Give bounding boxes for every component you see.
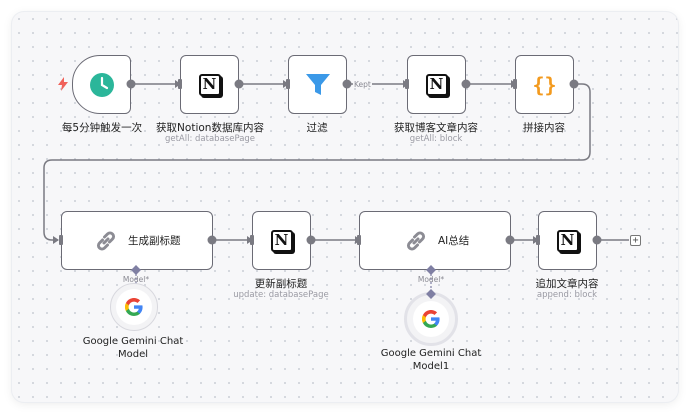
input-handle[interactable] [357, 235, 361, 245]
subnode-gemini-2[interactable] [404, 292, 458, 346]
notion-icon: N [198, 73, 221, 96]
output-handle[interactable] [126, 79, 136, 89]
subnode-title-line2: Model [117, 349, 149, 360]
node-title-update-subtitle: 更新副标题 [254, 278, 308, 290]
node-title-trigger: 每5分钟触发一次 [61, 122, 143, 134]
input-handle[interactable] [405, 79, 409, 89]
input-handle[interactable] [513, 79, 517, 89]
node-append-content[interactable]: N [538, 211, 597, 270]
output-handle[interactable] [207, 235, 217, 245]
notion-icon: N [270, 229, 293, 252]
input-handle[interactable] [286, 79, 290, 89]
node-subtitle-update-subtitle: update: databasePage [233, 290, 329, 300]
node-title-merge: 拼接内容 [523, 122, 565, 134]
output-handle[interactable] [505, 235, 515, 245]
node-ai-summary[interactable]: AI总结 [359, 211, 511, 270]
output-handle[interactable] [234, 79, 244, 89]
subnode-title-line2: Model1 [412, 361, 450, 372]
edge-label-kept: Kept [354, 80, 371, 89]
clock-icon [89, 72, 115, 98]
node-subtitle-get-blog: getAll: block [409, 134, 463, 144]
input-handle[interactable] [59, 235, 63, 245]
google-g-icon [413, 301, 449, 337]
output-handle[interactable] [592, 235, 602, 245]
node-merge[interactable]: {} [515, 55, 574, 114]
port-label-model-2: Model* [417, 275, 445, 284]
node-title-filter: 过滤 [306, 122, 328, 134]
notion-icon: N [425, 73, 448, 96]
filter-funnel-icon [305, 73, 331, 97]
node-subtitle-get-notion-db: getAll: databasePage [164, 134, 256, 144]
node-title-append-content: 追加文章内容 [535, 278, 599, 290]
input-handle[interactable] [250, 235, 254, 245]
output-handle[interactable] [569, 79, 579, 89]
bolt-icon [58, 77, 68, 91]
node-filter[interactable] [288, 55, 347, 114]
node-update-subtitle[interactable]: N [252, 211, 311, 270]
add-node-button[interactable]: + [630, 235, 641, 246]
subnode-title-gemini-1: Google Gemini Chat Model [83, 335, 184, 361]
google-g-icon [116, 289, 152, 325]
link-chain-icon [404, 229, 428, 253]
output-handle[interactable] [306, 235, 316, 245]
node-label-gen-subtitle: 生成副标题 [128, 235, 181, 247]
node-title-get-notion-db: 获取Notion数据库内容 [156, 122, 264, 134]
node-get-notion-db[interactable]: N [180, 55, 239, 114]
input-handle[interactable] [178, 79, 182, 89]
node-title-get-blog: 获取博客文章内容 [394, 122, 478, 134]
output-handle[interactable] [342, 79, 352, 89]
node-gen-subtitle[interactable]: 生成副标题 [61, 211, 213, 270]
node-subtitle-append-content: append: block [536, 290, 598, 300]
input-handle[interactable] [536, 235, 540, 245]
node-trigger[interactable] [72, 55, 131, 114]
subnode-title-gemini-2: Google Gemini Chat Model1 [381, 347, 482, 373]
node-get-blog[interactable]: N [407, 55, 466, 114]
subnode-title-line1: Google Gemini Chat [380, 348, 482, 359]
code-braces-icon: {} [532, 72, 557, 97]
subnode-title-line1: Google Gemini Chat [82, 336, 184, 347]
link-chain-icon [94, 229, 118, 253]
node-label-ai-summary: AI总结 [438, 235, 470, 247]
notion-icon: N [556, 229, 579, 252]
output-handle[interactable] [461, 79, 471, 89]
port-label-model-1: Model* [122, 275, 150, 284]
subnode-gemini-1[interactable] [110, 283, 158, 331]
